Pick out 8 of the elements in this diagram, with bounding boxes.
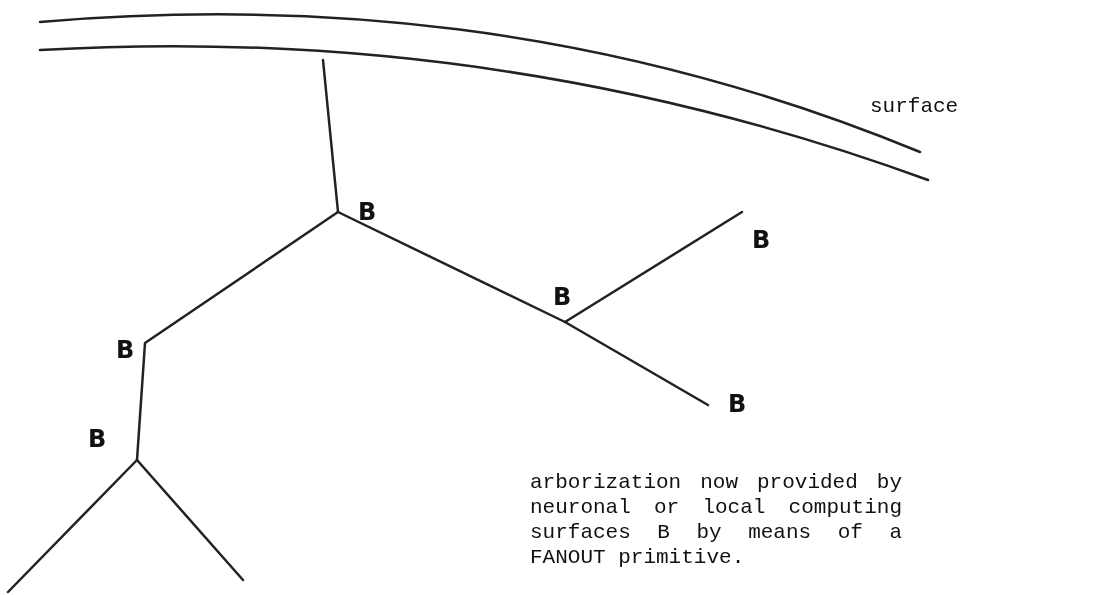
caption-text: arborization now provided by neuronal or local computing surfaces B by means of a FANOUT primitive. <box>530 470 902 570</box>
branch-label: B <box>728 390 747 418</box>
surface-label: surface <box>870 95 959 118</box>
branch-label: B <box>88 425 107 453</box>
branch-label: B <box>752 226 771 254</box>
branch-label: B <box>553 283 572 311</box>
branch-label: B <box>358 198 377 226</box>
branch-label: B <box>116 336 135 364</box>
